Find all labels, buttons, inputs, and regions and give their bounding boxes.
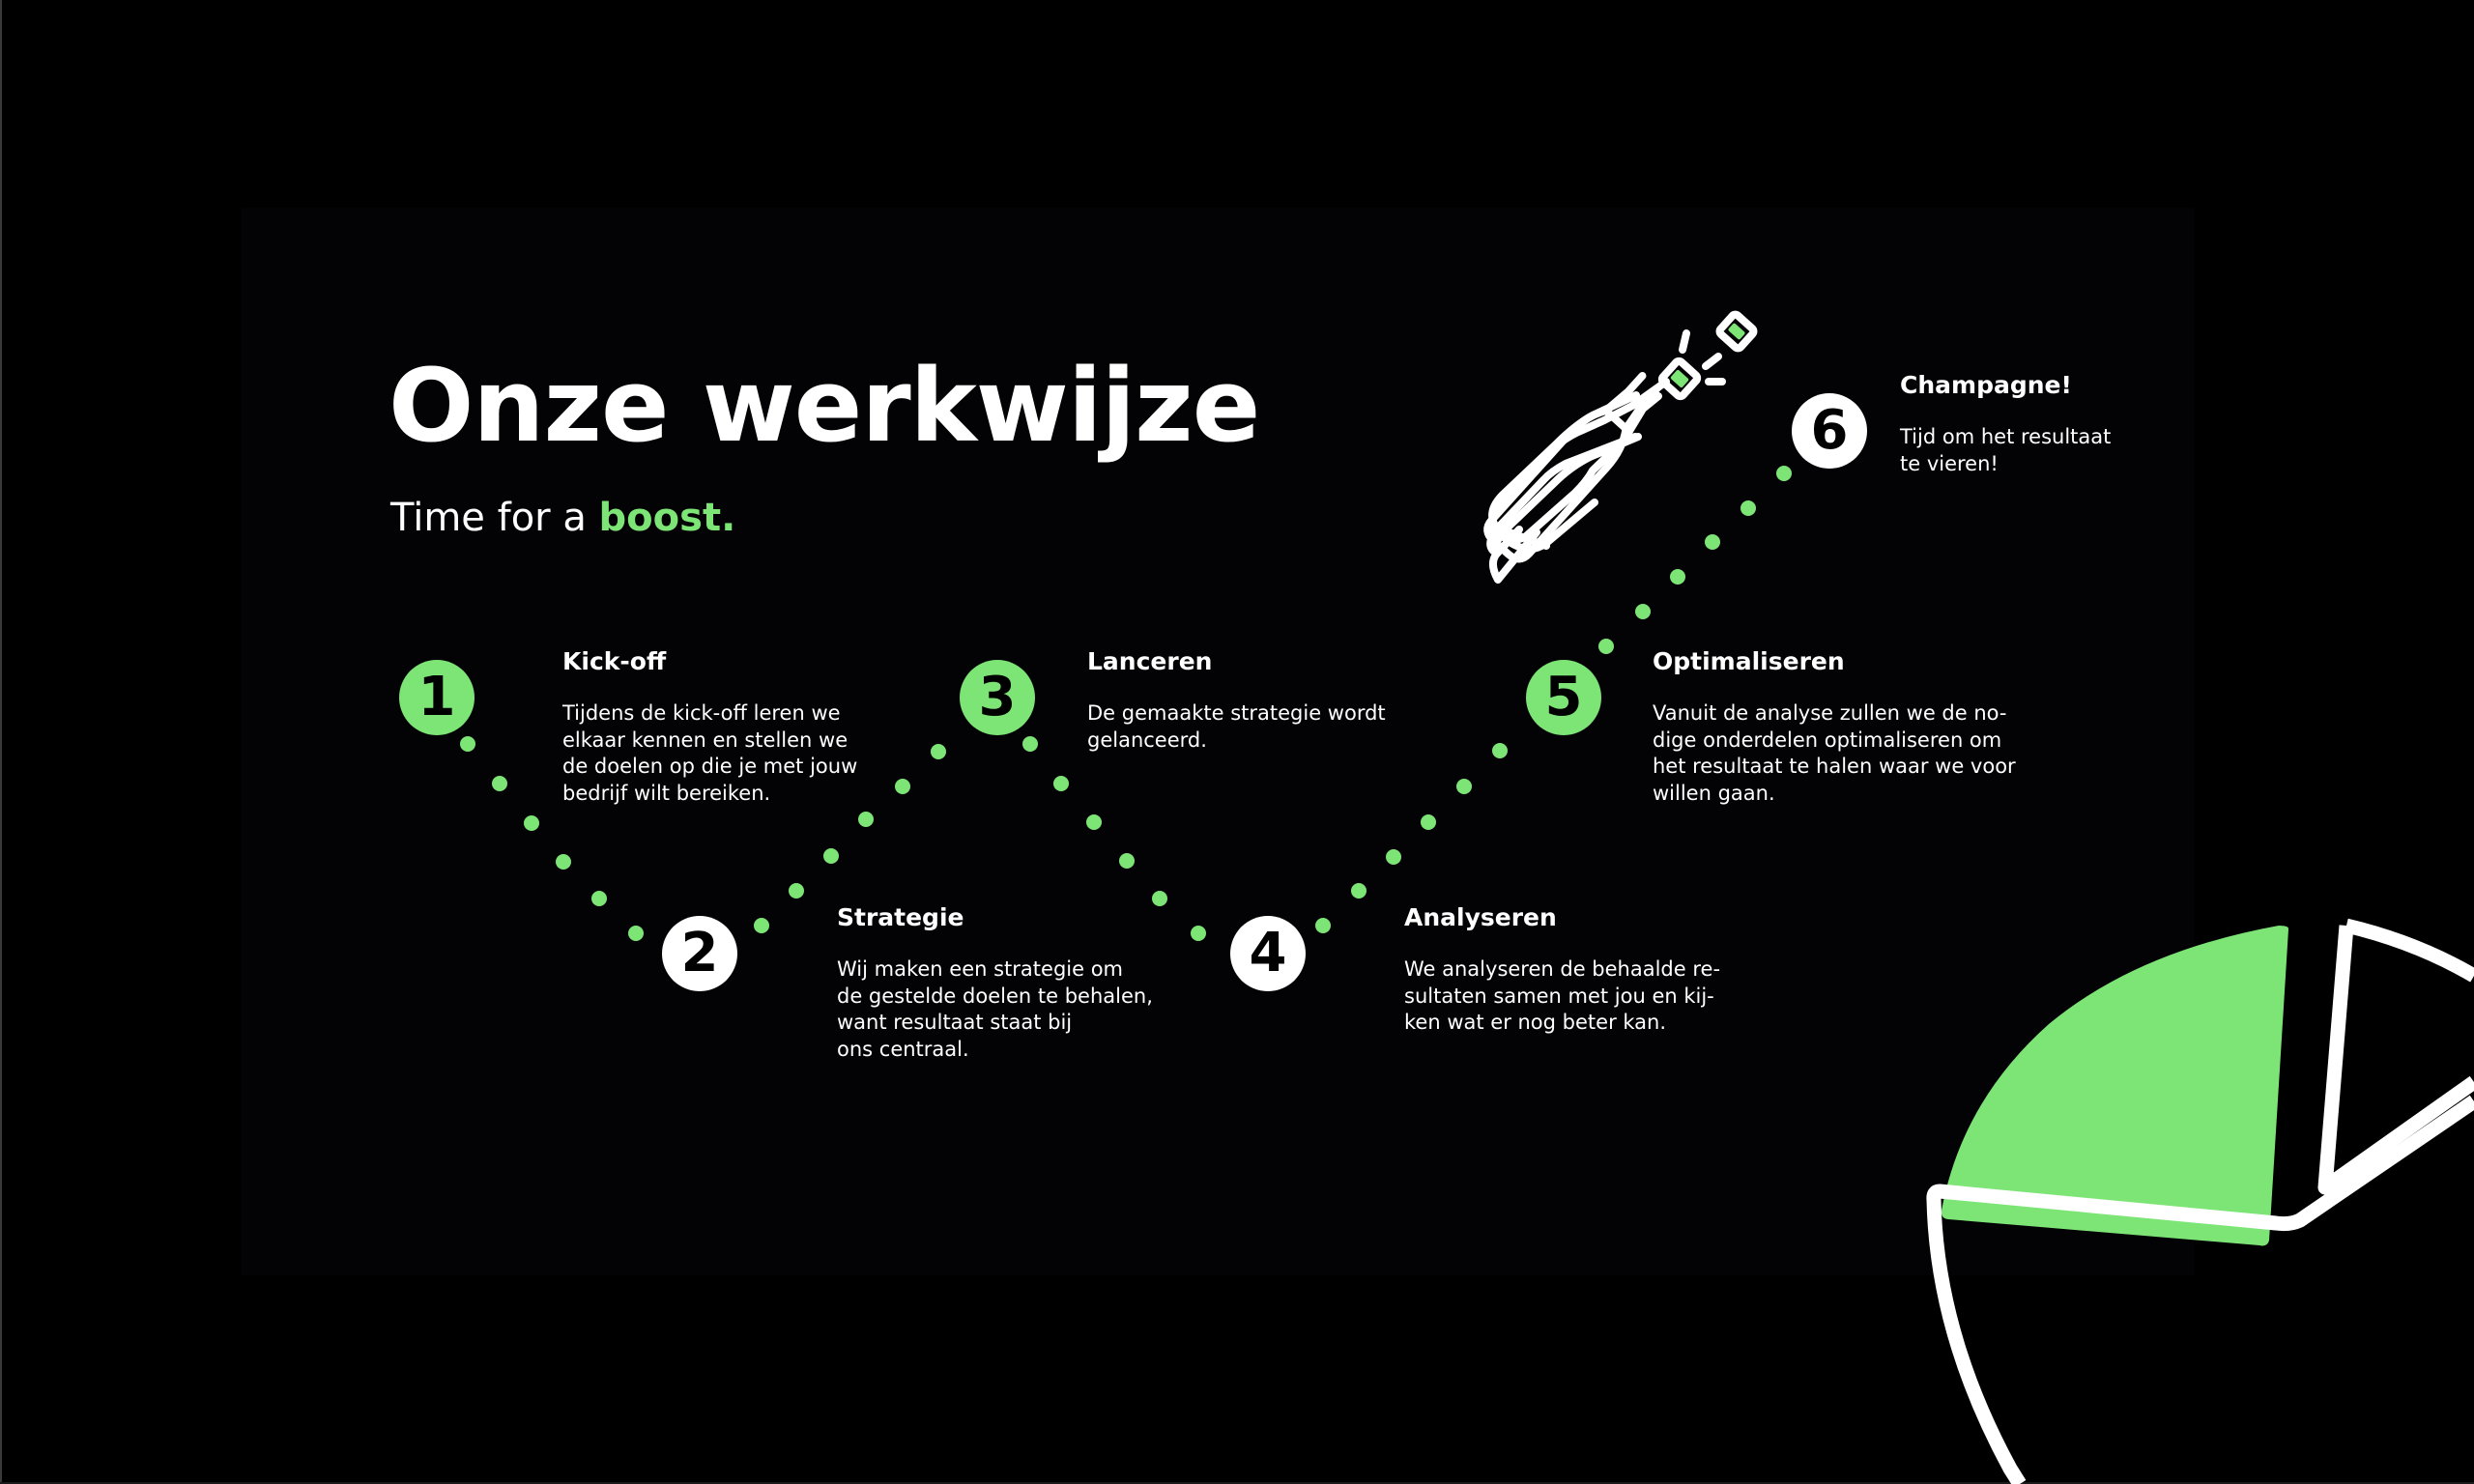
page-title: Onze werkwijze <box>388 347 1260 465</box>
step-4-text: Analyseren We analyseren de behaalde re-… <box>1404 905 1720 1037</box>
step-4-badge: 4 <box>1230 916 1306 991</box>
step-2-heading: Strategie <box>837 903 964 931</box>
step-3-text: Lanceren De gemaakte strategie wordt gel… <box>1087 649 1386 754</box>
pie-slice-outline-bottom <box>1926 1095 2474 1484</box>
subtitle-accent: boost. <box>598 496 736 540</box>
step-1-heading: Kick-off <box>562 647 667 675</box>
slide-panel-lower <box>242 831 1749 1275</box>
step-2-text: Strategie Wij maken een strategie om de … <box>837 905 1153 1063</box>
step-6-badge: 6 <box>1792 393 1867 469</box>
step-6-text: Champagne! Tijd om het resultaat te vier… <box>1900 373 2111 477</box>
window-left-edge <box>0 0 2 1484</box>
step-5-badge: 5 <box>1526 660 1601 735</box>
step-1-text: Kick-off Tijdens de kick-off leren we el… <box>562 649 857 807</box>
step-3-heading: Lanceren <box>1087 647 1213 675</box>
page-subtitle: Time for a boost. <box>390 499 735 537</box>
pie-slice-outline-right <box>2317 918 2474 1195</box>
step-5-text: Optimaliseren Vanuit de analyse zullen w… <box>1653 649 2016 807</box>
subtitle-text: Time for a <box>390 496 599 540</box>
pie-slice-green <box>1941 926 2289 1246</box>
step-6-body: Tijd om het resultaat te vieren! <box>1900 425 2112 475</box>
step-1-badge: 1 <box>399 660 475 735</box>
step-1-body: Tijdens de kick-off leren we elkaar kenn… <box>562 701 858 805</box>
step-4-body: We analyseren de behaalde re- sultaten s… <box>1404 957 1721 1034</box>
window-bottom-edge <box>0 1482 2474 1484</box>
step-6-heading: Champagne! <box>1900 371 2072 399</box>
step-5-body: Vanuit de analyse zullen we de no- dige … <box>1653 701 2016 805</box>
path-dots <box>460 466 1792 941</box>
step-2-body: Wij maken een strategie om de gestelde d… <box>837 957 1153 1061</box>
step-3-body: De gemaakte strategie wordt gelanceerd. <box>1087 701 1386 752</box>
step-3-badge: 3 <box>960 660 1035 735</box>
step-5-heading: Optimaliseren <box>1653 647 1845 675</box>
step-4-heading: Analyseren <box>1404 903 1557 931</box>
step-2-badge: 2 <box>662 916 737 991</box>
